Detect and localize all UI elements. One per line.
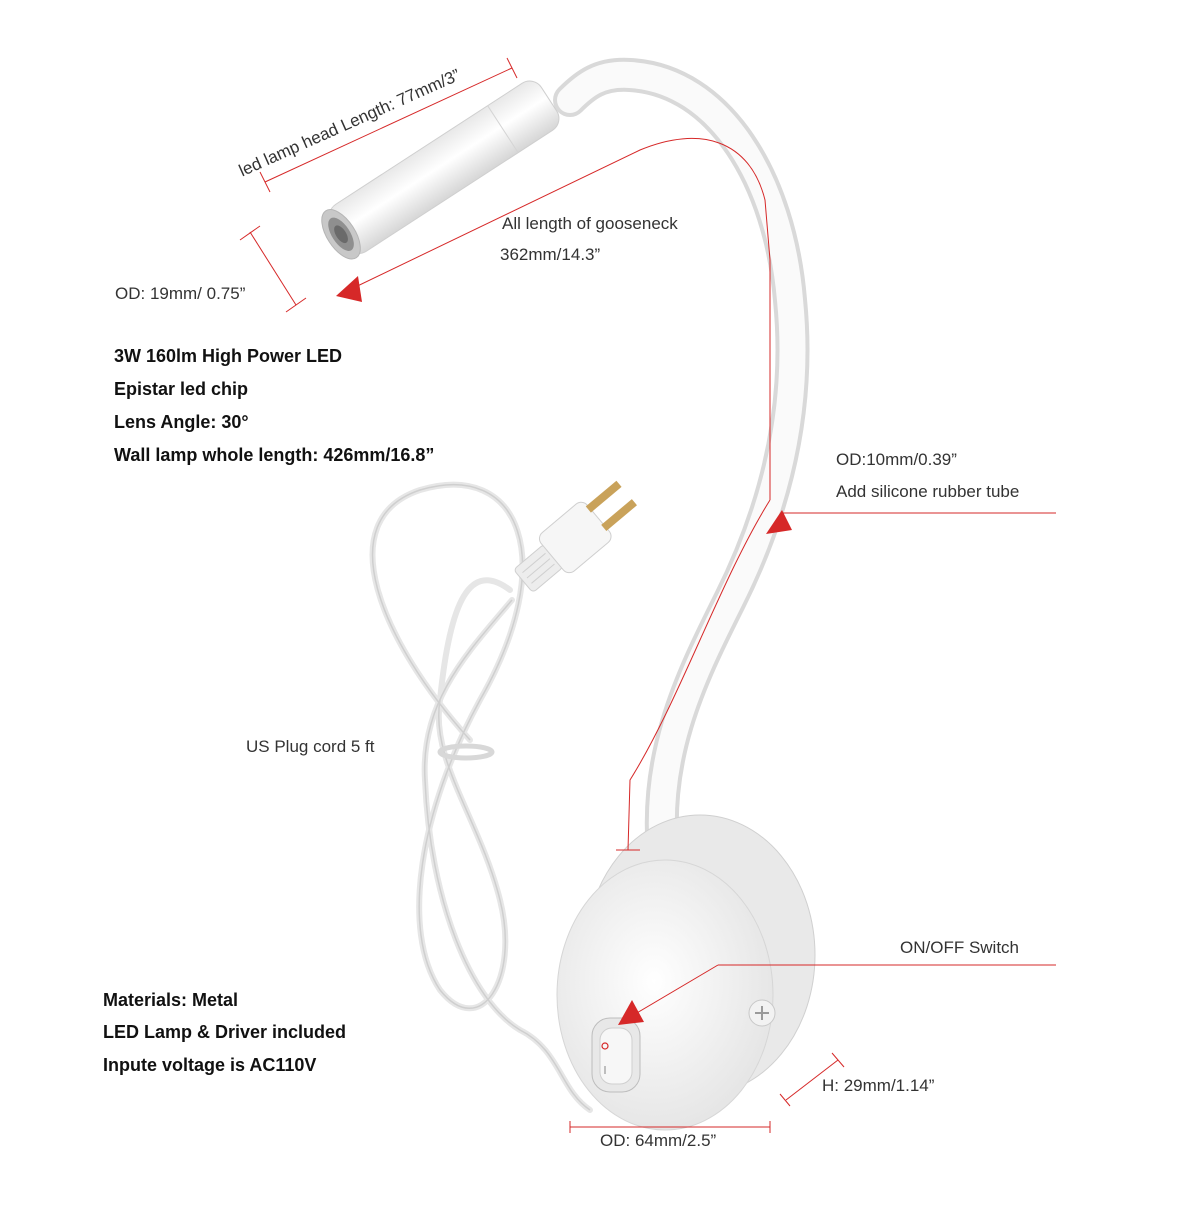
feature-materials: Materials: Metal xyxy=(103,990,239,1010)
gooseneck-length-value: 362mm/14.3” xyxy=(500,245,601,264)
spec-led: 3W 160lm High Power LED xyxy=(114,346,343,366)
spec-lens-angle: Lens Angle: 30° xyxy=(114,412,249,432)
base-od-label: OD: 64mm/2.5” xyxy=(600,1131,717,1150)
rocker-switch xyxy=(591,1017,641,1093)
feature-voltage: Inpute voltage is AC110V xyxy=(103,1055,317,1075)
dimension-lines xyxy=(239,57,1056,1133)
plug-cord-label: US Plug cord 5 ft xyxy=(246,737,375,756)
gooseneck-length-label: All length of gooseneck xyxy=(502,214,678,233)
cord-tie xyxy=(437,743,495,761)
spec-whole-length: Wall lamp whole length: 426mm/16.8” xyxy=(114,445,435,465)
spec-chip: Epistar led chip xyxy=(114,379,249,399)
head-od-label: OD: 19mm/ 0.75” xyxy=(115,284,246,303)
dimension-arrows xyxy=(336,276,792,1025)
tube-note-label: Add silicone rubber tube xyxy=(836,482,1020,501)
lamp-head xyxy=(321,80,560,260)
switch-label: ON/OFF Switch xyxy=(900,938,1020,957)
feature-included: LED Lamp & Driver included xyxy=(103,1022,347,1042)
height-label: H: 29mm/1.14” xyxy=(822,1076,935,1095)
us-plug xyxy=(514,480,637,592)
power-cord xyxy=(369,481,593,1113)
tube-od-label: OD:10mm/0.39” xyxy=(836,450,957,469)
